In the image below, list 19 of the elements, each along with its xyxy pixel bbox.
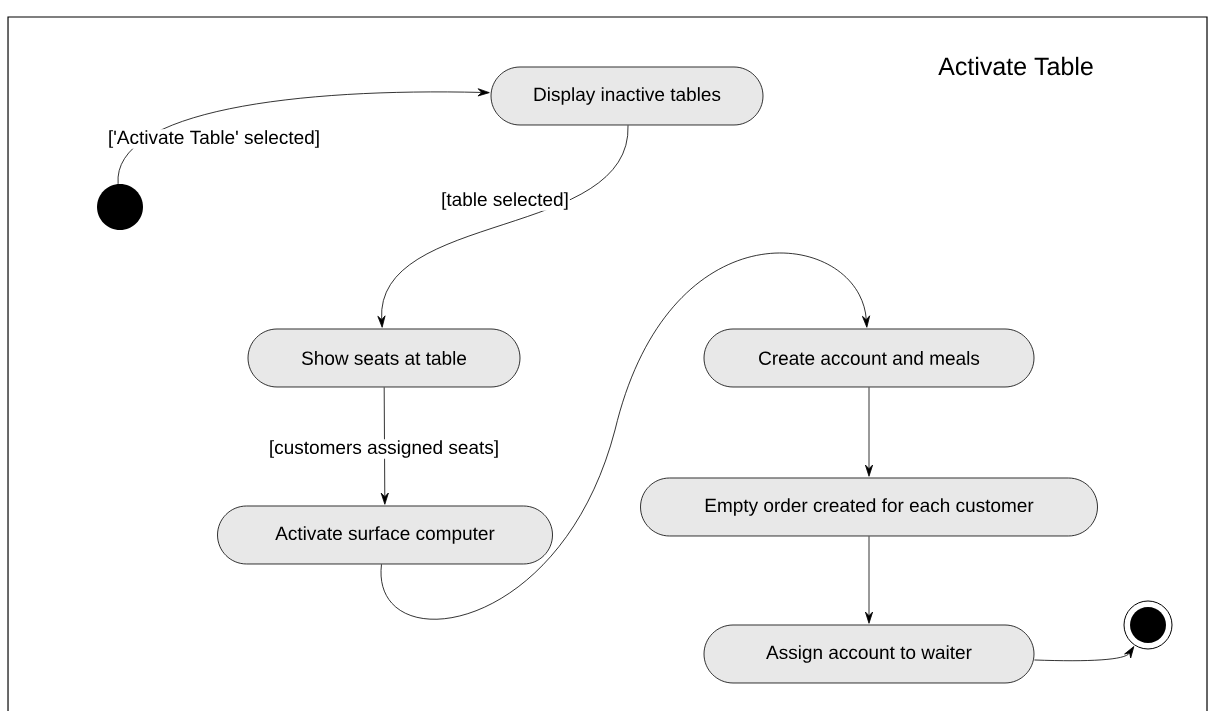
arrow (377, 125, 629, 328)
edge-label: ['Activate Table' selected] (106, 129, 322, 149)
activity-box: Activate surface computer (217, 505, 553, 565)
arrow (865, 536, 874, 624)
final-node (1123, 600, 1173, 650)
activity-box: Display inactive tables (490, 66, 764, 126)
activity-box: Empty order created for each customer (640, 477, 1098, 537)
activity-box: Create account and meals (703, 328, 1035, 388)
activity-box: Show seats at table (247, 328, 521, 388)
arrow (117, 88, 490, 185)
initial-node (97, 184, 143, 230)
edge-label: [customers assigned seats] (267, 439, 501, 459)
arrow (381, 252, 871, 620)
arrow (1034, 646, 1135, 662)
edge-label: [table selected] (440, 191, 570, 211)
arrow (380, 387, 389, 505)
title: Activate Table (938, 56, 1093, 76)
arrow (865, 387, 874, 477)
activity-box: Assign account to waiter (703, 624, 1035, 684)
